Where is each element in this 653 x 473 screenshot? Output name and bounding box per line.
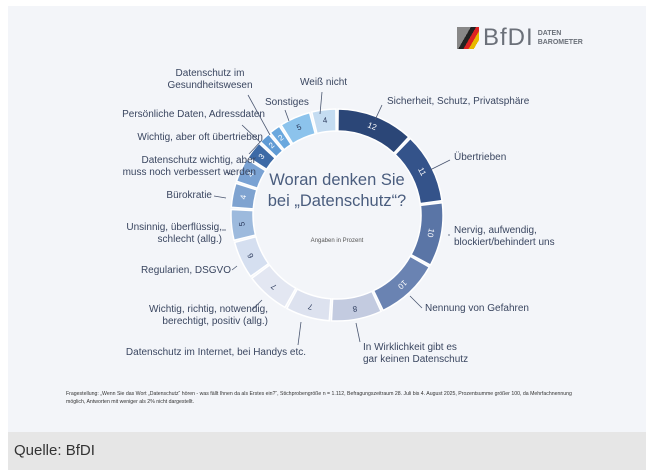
leader-lines	[213, 91, 451, 346]
slice-value-label: 6	[245, 251, 255, 259]
slice-label: Nennung von Gefahren	[425, 303, 529, 314]
slice-value-label: 2	[267, 140, 277, 150]
slice-value-label: 4	[322, 116, 328, 126]
leader-line	[284, 109, 290, 122]
leader-line	[319, 91, 323, 115]
slice-value-label: 4	[238, 194, 248, 201]
slice-value-label: 3	[257, 152, 267, 161]
donut-slice	[250, 264, 297, 309]
infographic-card	[8, 6, 646, 432]
donut-slice	[233, 235, 270, 278]
leader-line	[247, 94, 271, 136]
donut-slice	[259, 132, 284, 158]
slice-label: Persönliche Daten, Adressdaten	[122, 109, 265, 120]
slice-value-label: 5	[295, 122, 303, 132]
slice-label: Sicherheit, Schutz, Privatsphäre	[387, 96, 530, 107]
leader-line	[225, 171, 234, 176]
donut-slice	[230, 208, 257, 242]
donut-slice	[410, 201, 444, 267]
leader-line	[248, 139, 263, 155]
slice-label: Unsinnig, überflüssig,schlecht (allg.)	[126, 222, 222, 245]
slice-label: Weiß nicht	[300, 77, 348, 88]
donut-slice	[330, 290, 383, 322]
chart-subtitle: Angaben in Prozent	[310, 238, 364, 244]
donut-slice	[310, 108, 337, 135]
slice-value-label: 11	[416, 166, 428, 178]
slice-label: Regularien, DSGVO	[140, 265, 231, 276]
donut-slice	[280, 111, 317, 145]
slice-value-label: 2	[276, 133, 285, 143]
slice-label: Datenschutz im Internet, bei Handys etc.	[125, 347, 306, 358]
slice-label: Bürokratie	[166, 190, 212, 201]
donut-slice	[394, 137, 443, 205]
leader-line	[429, 159, 451, 171]
slice-label: Sonstiges	[265, 97, 309, 108]
slice-label: Übertrieben	[454, 152, 507, 163]
leader-line	[374, 104, 383, 121]
donut-slice	[269, 125, 293, 151]
slice-label: Nervig, aufwendig,blockiert/behindert un…	[454, 225, 555, 248]
donut-slice	[285, 288, 332, 322]
slice-value-label: 5	[237, 221, 246, 227]
donut-slice	[372, 255, 431, 312]
donut-slice	[230, 182, 258, 210]
footnote: Fragestellung: „Wenn Sie das Wort „Daten…	[66, 391, 572, 405]
logo-wordmark: BfDI	[483, 24, 534, 51]
slice-value-label: 12	[366, 120, 378, 132]
slice-value-label: 8	[351, 304, 358, 314]
eagle-icon	[457, 27, 479, 49]
leader-line	[297, 321, 302, 346]
leader-line	[241, 124, 261, 143]
slice-value-label: 10	[425, 228, 436, 239]
leader-line	[213, 195, 227, 199]
donut-slice	[337, 108, 410, 155]
leader-line	[251, 299, 263, 311]
leader-line	[409, 295, 423, 309]
slice-label: Wichtig, aber oft übertrieben	[137, 132, 263, 143]
source-caption: Quelle: BfDI	[8, 432, 646, 470]
donut-slice	[247, 142, 277, 171]
slice-value-label: 7	[306, 302, 313, 312]
slice-label: Wichtig, richtig, notwendig,berechtigt, …	[149, 304, 268, 327]
slice-value-label: 4	[246, 170, 256, 178]
leader-line	[355, 322, 361, 343]
slice-value-label: 7	[269, 281, 279, 291]
leader-line	[231, 265, 238, 271]
donut-slice	[235, 158, 267, 190]
